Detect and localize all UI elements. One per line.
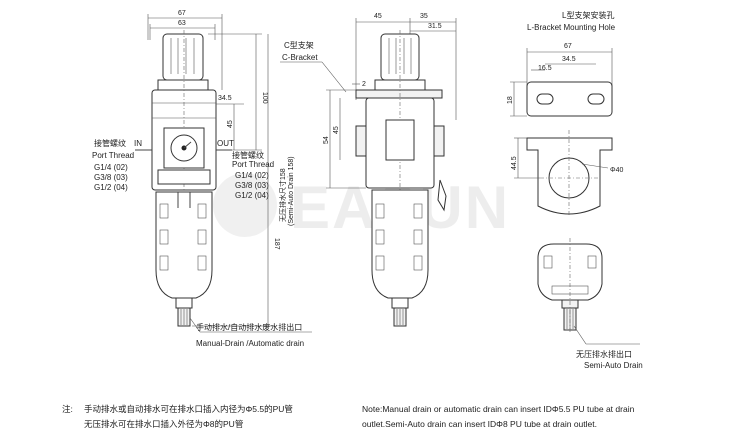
side-view: 45 35 31.5 54 — [280, 13, 457, 327]
dim-offset-2: 2 — [362, 81, 366, 88]
dim-port-height: 45 — [227, 120, 234, 128]
dim-height-total: 100 — [261, 92, 268, 104]
dim-right-width: 35 — [420, 13, 428, 20]
bracket-title-en: L-Bracket Mounting Hole — [527, 23, 616, 32]
bracket-dim-bore: Φ40 — [610, 167, 623, 174]
c-bracket-en: C-Bracket — [282, 53, 318, 62]
dim-width-top: 67 — [178, 10, 186, 17]
dim-inner-width: 31.5 — [428, 23, 442, 30]
semi-drain-en: Semi-Auto Drain — [584, 361, 643, 370]
drain-label-cn: 手动排水/自动排水废水排出口 — [196, 322, 302, 332]
port-thread-en-left: Port Thread — [92, 151, 134, 160]
thread-g14: G1/4 (02) — [235, 171, 269, 180]
note-cn-line1: 手动排水或自动排水可在排水口插入内径为Φ5.5的PU管 — [84, 404, 293, 414]
dim-height-45: 45 — [333, 126, 340, 134]
bracket-dim-width: 67 — [564, 43, 572, 50]
semi-drain-cn: 无压排水排出口 — [576, 349, 632, 359]
drain-size-note: 无压排水尺寸158 — [278, 168, 287, 222]
thread-g12: G1/2 (04) — [235, 191, 269, 200]
dim-width-body: 63 — [178, 20, 186, 27]
c-bracket-cn: C型支架 — [284, 40, 314, 50]
port-thread-cn-left: 接管螺纹 — [94, 138, 126, 148]
note-en-line2: outlet.Semi-Auto drain can insert IDΦ8 P… — [362, 419, 597, 429]
dim-left-width: 45 — [374, 13, 382, 20]
bracket-title-cn: L型支架安装孔 — [562, 10, 614, 20]
thread-g14-left: G1/4 (02) — [94, 163, 128, 172]
drain-label-en: Manual-Drain /Automatic drain — [196, 339, 304, 348]
thread-g38: G3/8 (03) — [235, 181, 269, 190]
port-thread-cn: 接管螺纹 — [232, 150, 264, 160]
thread-g12-left: G1/2 (04) — [94, 183, 128, 192]
bracket-dim-center-height: 44.5 — [511, 156, 518, 170]
bracket-dim-offset: 16.5 — [538, 65, 552, 72]
drain-size-note-en: (Semi-Auto Drain 158) — [288, 156, 295, 226]
notes: 注: 手动排水或自动排水可在排水口插入内径为Φ5.5的PU管 无压排水可在排水口… — [62, 404, 635, 429]
thread-g38-left: G3/8 (03) — [94, 173, 128, 182]
dim-bottom-height: 187 — [273, 238, 280, 250]
dim-height-54: 54 — [323, 136, 330, 144]
bracket-dim-height: 18 — [507, 96, 514, 104]
note-cn-line2: 无压排水可在排水口插入外径为Φ8的PU管 — [84, 419, 243, 429]
bracket-view: L型支架安装孔 L-Bracket Mounting Hole 67 34.5 … — [507, 10, 643, 370]
dim-offset-right: 34.5 — [218, 95, 232, 102]
front-view: 67 63 IN OUT — [92, 10, 312, 348]
note-en-line1: Note:Manual drain or automatic drain can… — [362, 404, 635, 414]
in-label: IN — [134, 139, 142, 148]
note-prefix: 注: — [62, 404, 73, 414]
out-label: OUT — [217, 139, 234, 148]
bracket-dim-hole-span: 34.5 — [562, 56, 576, 63]
port-thread-en: Port Thread — [232, 160, 274, 169]
